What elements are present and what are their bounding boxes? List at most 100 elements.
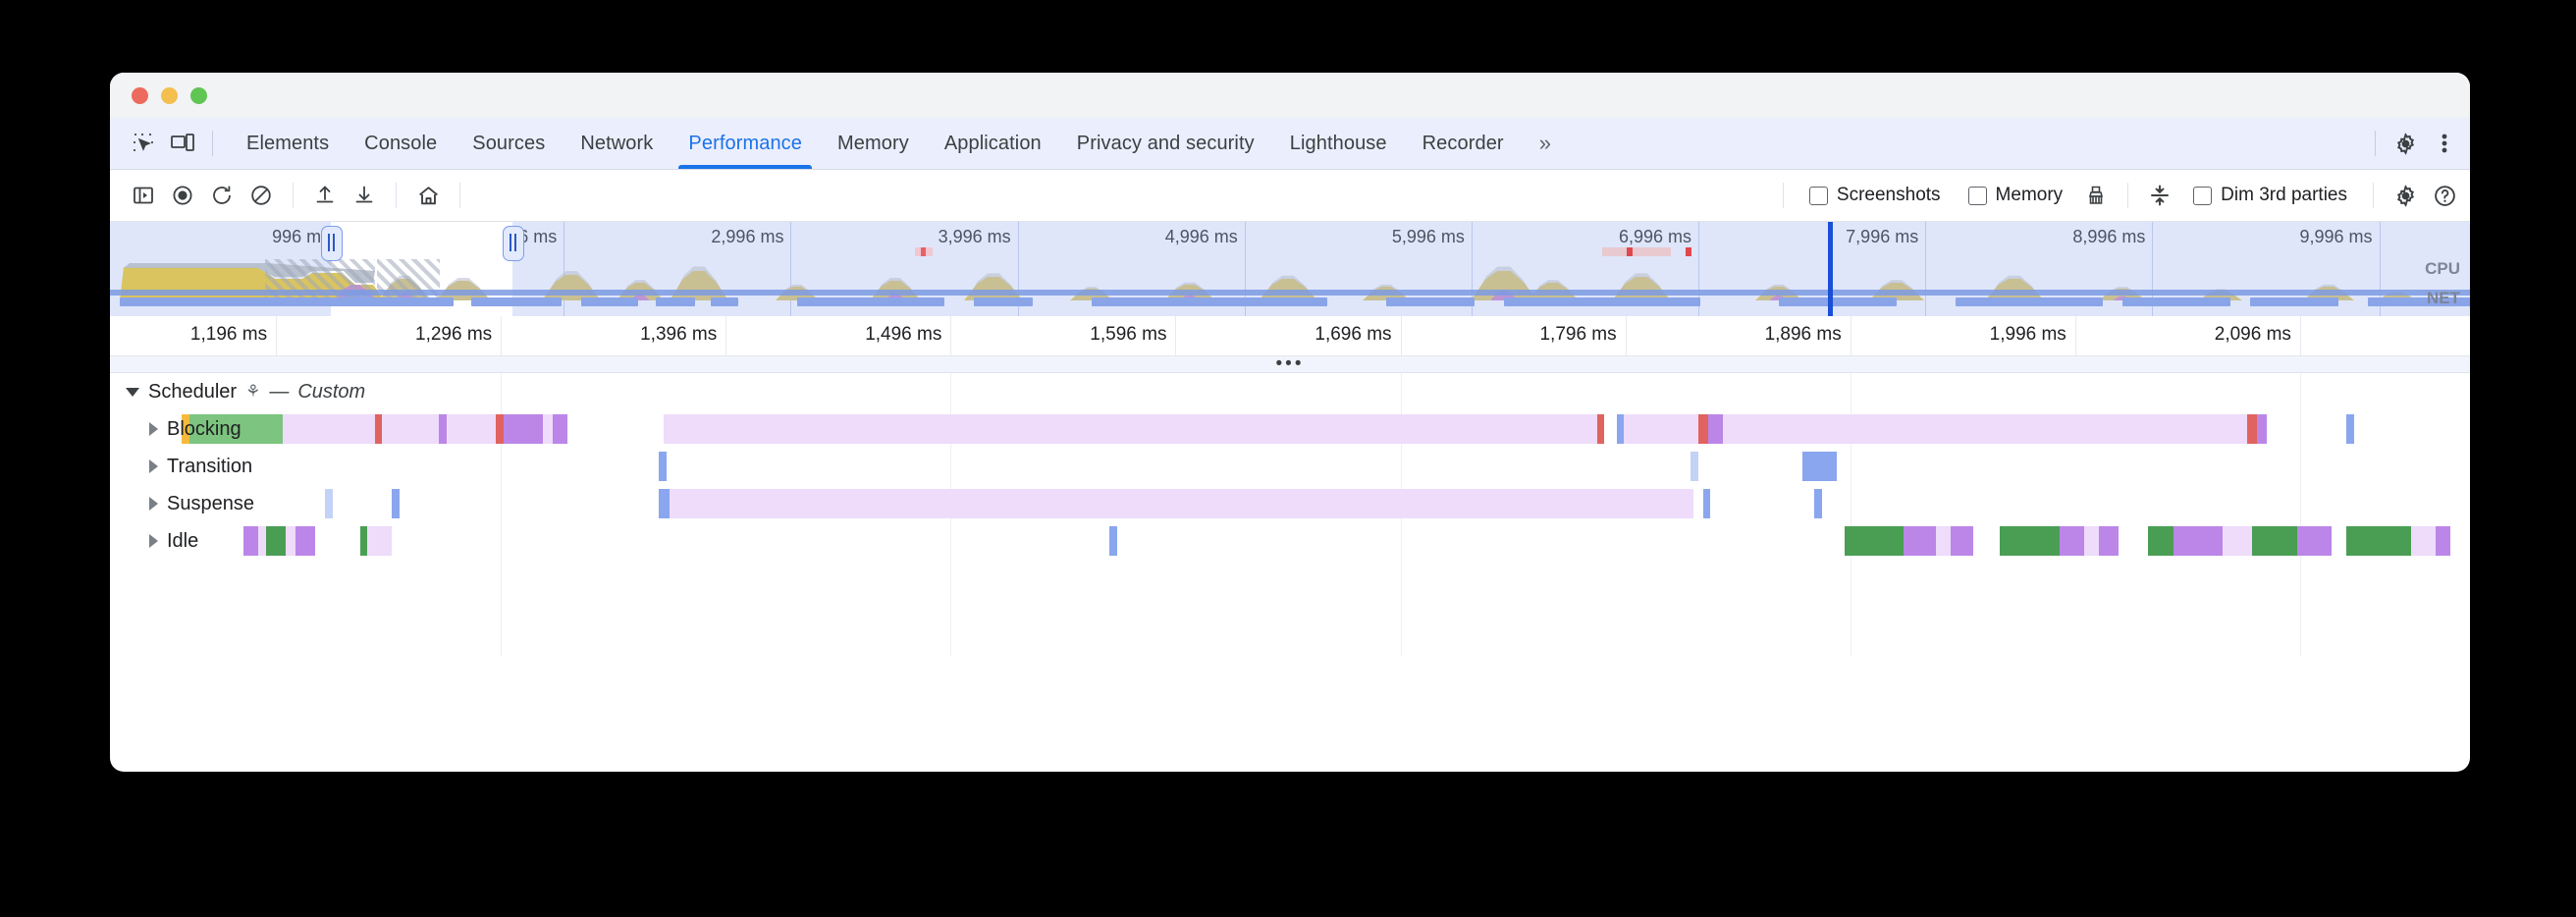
device-toggle-icon[interactable]	[163, 124, 202, 163]
chevron-right-icon[interactable]	[149, 422, 158, 436]
flame-event[interactable]	[2252, 526, 2297, 556]
timeline-overview[interactable]: 996 ms1,996 ms2,996 ms3,996 ms4,996 ms5,…	[110, 222, 2470, 316]
flame-event[interactable]	[325, 489, 333, 518]
collapse-tracks-icon[interactable]	[2140, 176, 2179, 215]
garbage-collect-icon[interactable]	[2076, 176, 2116, 215]
flame-event[interactable]	[1904, 526, 1936, 556]
flame-event[interactable]	[659, 452, 667, 481]
sidebar-toggle-icon[interactable]	[124, 176, 163, 215]
flame-event[interactable]	[543, 414, 554, 444]
tab-elements[interactable]: Elements	[229, 118, 347, 169]
track-header-transition[interactable]: Transition	[110, 448, 252, 485]
gear-icon[interactable]	[2386, 176, 2425, 215]
flame-event[interactable]	[2148, 526, 2174, 556]
reload-record-icon[interactable]	[202, 176, 242, 215]
flame-event[interactable]	[283, 414, 375, 444]
flame-event[interactable]	[182, 414, 189, 444]
track-bars-suspense[interactable]	[110, 489, 2470, 518]
track-header-idle[interactable]: Idle	[110, 522, 198, 560]
track-bars-blocking[interactable]	[110, 414, 2470, 444]
flame-event[interactable]	[2173, 526, 2224, 556]
flame-event[interactable]	[188, 414, 284, 444]
tab-console[interactable]: Console	[347, 118, 455, 169]
flame-event[interactable]	[1935, 526, 1951, 556]
flame-event[interactable]	[2059, 526, 2084, 556]
flame-event[interactable]	[1616, 414, 1625, 444]
flame-event[interactable]	[243, 526, 259, 556]
screenshots-checkbox[interactable]: Screenshots	[1808, 185, 1941, 206]
track-bars-transition[interactable]	[110, 452, 2470, 481]
group-header[interactable]: Scheduler ⚘ — Custom	[110, 373, 365, 410]
track-row-transition[interactable]: Transition	[110, 448, 2470, 485]
flame-event[interactable]	[664, 414, 1597, 444]
flame-event[interactable]	[496, 414, 504, 444]
download-icon[interactable]	[345, 176, 384, 215]
flame-event[interactable]	[1844, 526, 1904, 556]
flame-event[interactable]	[2083, 526, 2100, 556]
flame-event[interactable]	[503, 414, 543, 444]
memory-checkbox[interactable]: Memory	[1967, 185, 2063, 206]
flame-event[interactable]	[1814, 489, 1822, 518]
close-window-button[interactable]	[132, 87, 148, 104]
flame-event[interactable]	[2410, 526, 2436, 556]
flame-event[interactable]	[1707, 414, 1724, 444]
flame-event[interactable]	[1697, 414, 1708, 444]
chevron-right-icon[interactable]	[149, 534, 158, 548]
panel-resize-handle[interactable]: •••	[110, 354, 2470, 373]
flame-event[interactable]	[285, 526, 295, 556]
flame-event[interactable]	[392, 489, 400, 518]
tab-memory[interactable]: Memory	[820, 118, 927, 169]
window-controls[interactable]	[132, 87, 207, 104]
tab-sources[interactable]: Sources	[455, 118, 563, 169]
track-bars-idle[interactable]	[110, 526, 2470, 556]
flame-event[interactable]	[359, 526, 368, 556]
inspect-icon[interactable]	[124, 124, 163, 163]
flame-event[interactable]	[1723, 414, 2248, 444]
maximize-window-button[interactable]	[190, 87, 207, 104]
timeline-cursor[interactable]	[1828, 222, 1833, 316]
flame-event[interactable]	[1109, 526, 1117, 556]
flame-chart-tracks[interactable]: Scheduler ⚘ — Custom Blocking Transition	[110, 373, 2470, 656]
track-header-blocking[interactable]: Blocking	[110, 410, 242, 448]
flame-event[interactable]	[1702, 489, 1711, 518]
flame-event[interactable]	[1950, 526, 1973, 556]
track-row-idle[interactable]: Idle	[110, 522, 2470, 560]
flame-event[interactable]	[2223, 526, 2253, 556]
flame-event[interactable]	[2346, 526, 2411, 556]
flame-event[interactable]	[553, 414, 568, 444]
kebab-menu-icon[interactable]	[2425, 124, 2464, 163]
chevron-down-icon[interactable]	[126, 387, 139, 397]
flame-event[interactable]	[382, 414, 440, 444]
flame-event[interactable]	[1624, 414, 1698, 444]
clear-icon[interactable]	[242, 176, 281, 215]
flame-event[interactable]	[1690, 452, 1698, 481]
track-row-blocking[interactable]: Blocking	[110, 410, 2470, 448]
selection-handle-right[interactable]	[503, 226, 524, 261]
track-header-suspense[interactable]: Suspense	[110, 485, 254, 522]
tab-application[interactable]: Application	[927, 118, 1059, 169]
flame-event[interactable]	[1596, 414, 1605, 444]
help-icon[interactable]	[2425, 176, 2464, 215]
flame-event[interactable]	[265, 526, 286, 556]
flame-event[interactable]	[2247, 414, 2258, 444]
flame-event[interactable]	[439, 414, 447, 444]
tab-network[interactable]: Network	[563, 118, 671, 169]
flame-event[interactable]	[659, 489, 670, 518]
flame-event[interactable]	[258, 526, 266, 556]
track-group-scheduler[interactable]: Scheduler ⚘ — Custom	[110, 373, 2470, 410]
gear-icon[interactable]	[2386, 124, 2425, 163]
flame-event[interactable]	[2296, 526, 2332, 556]
upload-icon[interactable]	[305, 176, 345, 215]
flame-event[interactable]	[446, 414, 497, 444]
dim-3rd-parties-checkbox[interactable]: Dim 3rd parties	[2193, 185, 2347, 206]
track-row-suspense[interactable]: Suspense	[110, 485, 2470, 522]
minimize-window-button[interactable]	[161, 87, 178, 104]
tab-performance[interactable]: Performance	[671, 118, 820, 169]
chevron-right-icon[interactable]	[149, 459, 158, 473]
flame-event[interactable]	[2257, 414, 2268, 444]
flame-event[interactable]	[669, 489, 1693, 518]
more-tabs-button[interactable]: »	[1522, 118, 1569, 169]
home-icon[interactable]	[408, 176, 448, 215]
flame-event[interactable]	[295, 526, 316, 556]
